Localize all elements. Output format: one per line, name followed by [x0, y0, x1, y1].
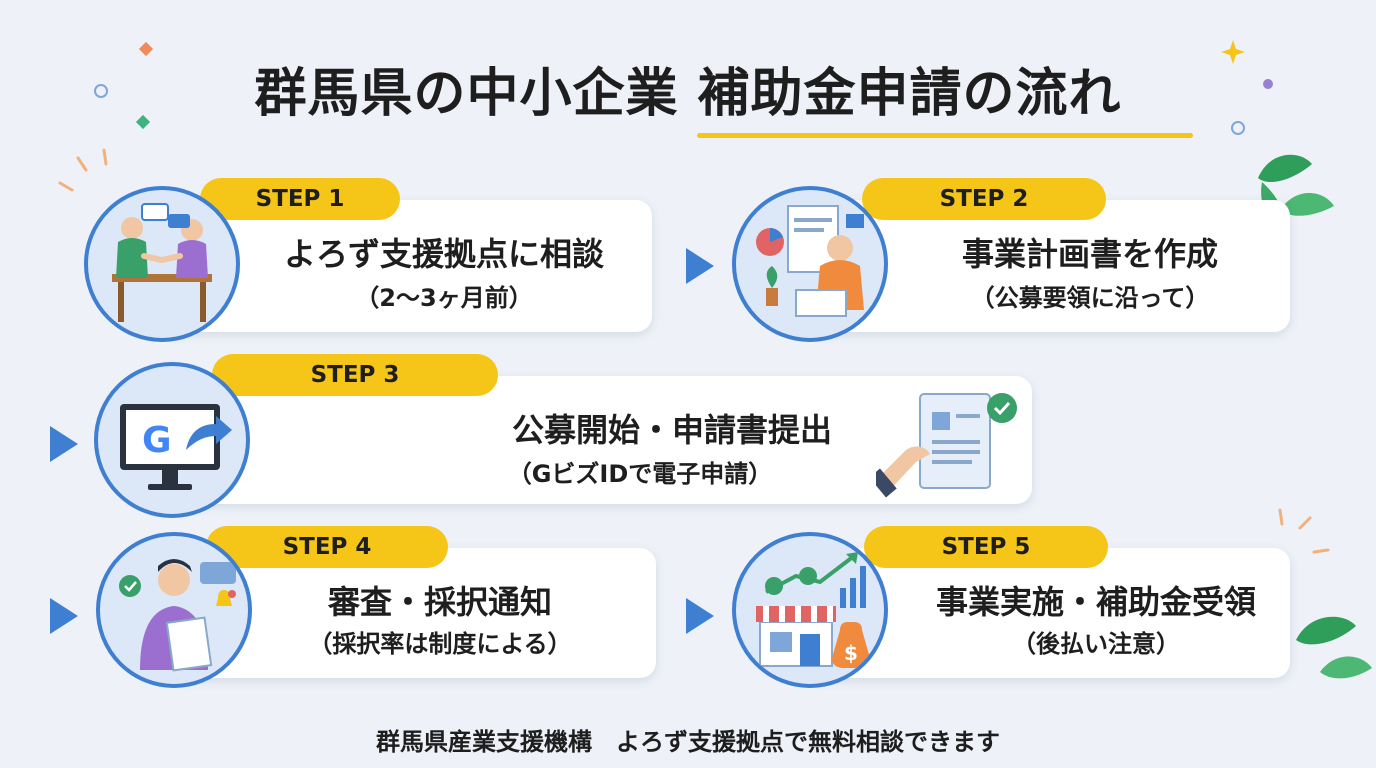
step-2-sub-text: （公募要領に沿って）	[970, 284, 1210, 312]
svg-text:G: G	[142, 420, 172, 461]
gbizid-monitor-icon: G	[94, 362, 250, 518]
step-2-card	[810, 200, 1290, 332]
arrow-right-icon	[50, 598, 78, 634]
step-2-main-text: 事業計画書を作成	[961, 235, 1218, 273]
step-5-sub-text: （後払い注意）	[1012, 630, 1180, 658]
step-3-badge: STEP 3	[212, 354, 498, 396]
title-underline	[697, 133, 1193, 138]
step-4-sub-text: （採択率は制度による）	[308, 630, 572, 658]
step-5-card	[808, 548, 1290, 678]
step-3-sub-text: （GビズIDで電子申請）	[507, 460, 773, 488]
step-3-main-text: 公募開始・申請書提出	[511, 411, 832, 449]
shop-growth-illustration-icon: $	[732, 532, 888, 688]
review-notification-illustration-icon	[96, 532, 252, 688]
arrow-right-icon	[686, 598, 714, 634]
page-title: 群馬県の中小企業 補助金申請の流れ	[254, 64, 1122, 124]
step-5-badge: STEP 5	[864, 526, 1108, 568]
arrow-right-icon	[50, 426, 78, 462]
step-1-sub-text: （2〜3ヶ月前）	[355, 284, 533, 312]
step-1-badge: STEP 1	[200, 178, 400, 220]
step-5-main-text: 事業実施・補助金受領	[935, 583, 1256, 621]
step-2-badge: STEP 2	[862, 178, 1106, 220]
svg-text:$: $	[844, 641, 858, 665]
consultation-illustration-icon	[84, 186, 240, 342]
arrow-right-icon	[686, 248, 714, 284]
business-plan-illustration-icon	[732, 186, 888, 342]
step-1-card	[160, 200, 652, 332]
document-checkmark-icon	[876, 393, 1017, 498]
step-1-main-text: よろず支援拠点に相談	[283, 235, 604, 273]
footer-note: 群馬県産業支援機構 よろず支援拠点で無料相談できます	[376, 728, 1000, 756]
step-4-badge: STEP 4	[206, 526, 448, 568]
step-4-main-text: 審査・採択通知	[327, 583, 552, 621]
